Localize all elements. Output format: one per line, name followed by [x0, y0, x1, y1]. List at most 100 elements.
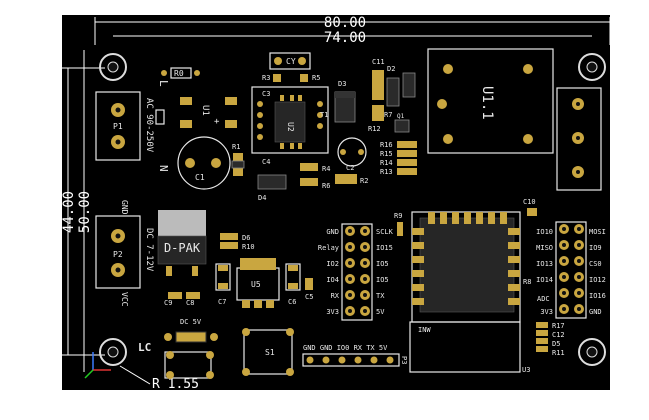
capacitor-c5: C5: [305, 278, 313, 301]
header-right-pin-hole: [577, 291, 581, 295]
svg-text:D2: D2: [387, 65, 395, 73]
svg-text:U2: U2: [286, 122, 295, 132]
svg-text:R15: R15: [380, 150, 393, 158]
connector-p2: P2 DC 7-12V GND VCC: [95, 200, 154, 307]
chip-u2: U2: [251, 86, 329, 154]
svg-text:IO14: IO14: [536, 276, 553, 284]
header-right-pin-hole: [562, 307, 566, 311]
svg-text:R5: R5: [312, 74, 320, 82]
svg-text:MISO: MISO: [536, 244, 553, 252]
resistor-r6: R6: [300, 178, 330, 190]
bridge-u1: U1 +: [180, 97, 237, 128]
svg-text:C3: C3: [262, 90, 270, 98]
svg-text:C12: C12: [552, 331, 565, 339]
svg-text:R7: R7: [384, 111, 392, 119]
mounting-hole-tl-icon: [99, 53, 127, 81]
svg-text:IO9: IO9: [589, 244, 602, 252]
svg-text:AC 90-250V: AC 90-250V: [144, 98, 154, 153]
resistor-r1: R1: [231, 143, 245, 176]
header-right: IO10 MISO IO13 IO14 3V3 MOSI IO9 CS0 IO1…: [536, 221, 606, 319]
svg-text:C11: C11: [372, 58, 385, 66]
header-right-pin-hole: [562, 259, 566, 263]
svg-text:C5: C5: [305, 293, 313, 301]
svg-text:S1: S1: [265, 348, 275, 357]
svg-text:+: +: [214, 117, 220, 127]
dimension-width: 80.00 74.00: [94, 15, 611, 46]
svg-text:LC: LC: [138, 341, 151, 354]
header-center-pin-hole: [363, 229, 367, 233]
diode-d6: D6: [220, 233, 250, 242]
axis-marker: [84, 352, 111, 379]
svg-text:R13: R13: [380, 168, 393, 176]
svg-text:Relay: Relay: [318, 244, 339, 252]
svg-text:R10: R10: [242, 243, 255, 251]
svg-text:R16: R16: [380, 141, 393, 149]
resistor-r10: R10: [220, 242, 255, 251]
pcb-board: [62, 15, 610, 390]
svg-text:C6: C6: [288, 298, 296, 306]
svg-text:GND: GND: [120, 200, 129, 215]
header-right-pin-hole: [562, 291, 566, 295]
svg-text:U1: U1: [200, 105, 210, 116]
svg-text:ADC: ADC: [537, 295, 550, 303]
dim-width-inner: 74.00: [324, 30, 366, 46]
svg-text:R14: R14: [380, 159, 393, 167]
svg-text:C4: C4: [262, 158, 270, 166]
diode-d3: D3: [334, 80, 356, 123]
header-center-pin-hole: [348, 277, 352, 281]
svg-text:T1: T1: [320, 111, 328, 119]
svg-text:IO4: IO4: [326, 276, 339, 284]
svg-text:D3: D3: [338, 80, 346, 88]
svg-text:IO2: IO2: [326, 260, 339, 268]
header-center-pin-hole: [348, 261, 352, 265]
capacitor-c9: C9: [164, 292, 182, 307]
header-p3: GND GND IO0 RX TX 5V P3: [302, 344, 408, 367]
capacitor-c8: C8: [186, 292, 200, 307]
svg-text:3V3: 3V3: [540, 308, 553, 316]
svg-text:DC 5V: DC 5V: [180, 318, 202, 326]
svg-text:CS0: CS0: [589, 260, 602, 268]
regulator-dpak: D-PAK: [157, 210, 207, 276]
header-center-pin-hole: [363, 261, 367, 265]
connector-p1: P1 AC 90-250V L N: [95, 80, 170, 172]
svg-text:D-PAK: D-PAK: [164, 241, 201, 255]
svg-text:C8: C8: [186, 299, 194, 307]
svg-text:DC 7-12V: DC 7-12V: [144, 228, 154, 272]
header-right-pin-hole: [562, 275, 566, 279]
header-center-pin-hole: [348, 245, 352, 249]
smd-cluster-bottom-right: R17 C12 D5 R11: [536, 322, 565, 357]
svg-text:INW: INW: [418, 326, 431, 334]
dim-width-outer: 80.00: [324, 15, 366, 31]
header-center: GND Relay IO2 IO4 RX 3V3 SCLK IO15 IO5 I…: [318, 223, 394, 321]
svg-text:C9: C9: [164, 299, 172, 307]
svg-text:R12: R12: [368, 125, 381, 133]
svg-text:IO13: IO13: [536, 260, 553, 268]
transistor-q1: Q1: [394, 113, 410, 133]
svg-text:R4: R4: [322, 165, 330, 173]
diode-d4: D4: [257, 174, 287, 202]
header-center-pin-hole: [363, 277, 367, 281]
svg-text:P3: P3: [400, 356, 408, 364]
svg-text:R1: R1: [232, 143, 240, 151]
svg-text:D5: D5: [552, 340, 560, 348]
header-center-pin-hole: [348, 293, 352, 297]
capacitor-c7: C7: [215, 263, 231, 306]
svg-text:R9: R9: [394, 212, 402, 220]
header-right-pin-hole: [577, 275, 581, 279]
svg-text:5V: 5V: [376, 308, 385, 316]
svg-text:N: N: [157, 165, 170, 172]
svg-text:IO12: IO12: [589, 276, 606, 284]
svg-text:U3: U3: [522, 366, 530, 374]
svg-text:C10: C10: [523, 198, 536, 206]
header-center-pin-hole: [363, 309, 367, 313]
svg-text:R2: R2: [360, 177, 368, 185]
resistor-r2: R2: [335, 174, 368, 185]
svg-text:U5: U5: [251, 280, 261, 289]
header-right-pin-hole: [577, 243, 581, 247]
header-right-pin-hole: [562, 227, 566, 231]
svg-text:P2: P2: [113, 250, 123, 259]
svg-text:C7: C7: [218, 298, 226, 306]
header-center-pin-hole: [363, 293, 367, 297]
